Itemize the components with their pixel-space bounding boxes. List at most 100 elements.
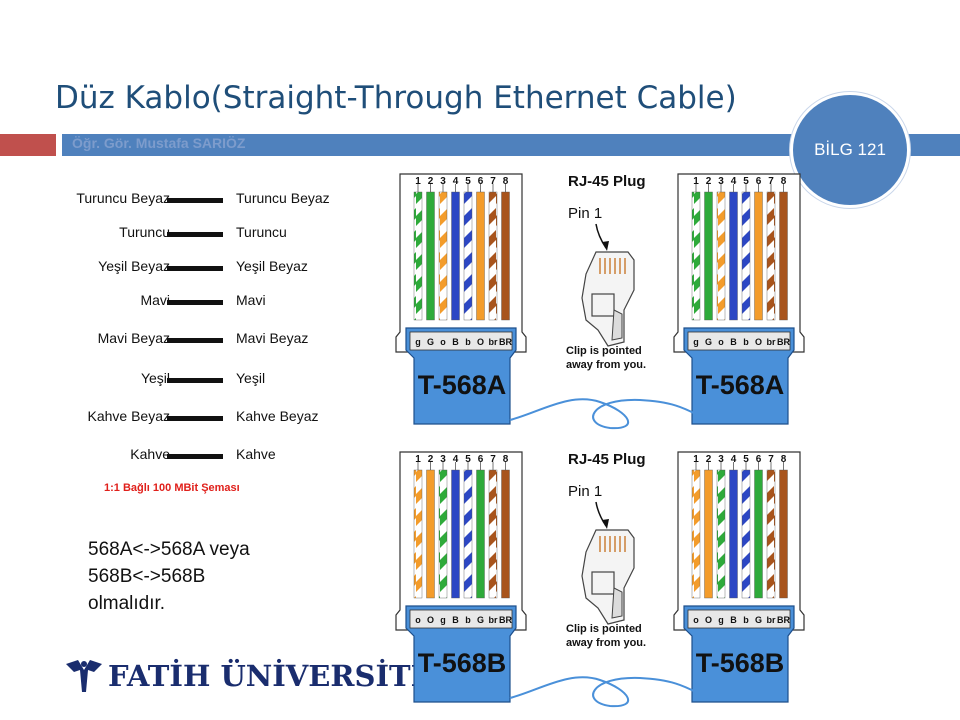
- pin-number: 1: [693, 176, 699, 187]
- wire-code: G: [477, 615, 484, 625]
- wire-outline: [741, 469, 751, 599]
- wire-outline: [451, 469, 460, 599]
- wire-pair-right: Mavi: [236, 292, 266, 308]
- wire-pair-left: Mavi Beyaz: [97, 330, 170, 346]
- wire-pair-row: Yeşil Beyaz Yeşil Beyaz: [20, 256, 370, 280]
- wire-outline: [463, 191, 473, 321]
- plug-title: RJ-45 Plug: [568, 173, 646, 190]
- wire-striped: [742, 192, 750, 320]
- wire-pair-left: Turuncu Beyaz: [76, 190, 170, 206]
- pin-number: 8: [503, 454, 509, 465]
- wire-code: B: [452, 337, 459, 347]
- wire-striped: [767, 470, 775, 598]
- wire-outline: [501, 191, 510, 321]
- wire-striped: [717, 192, 725, 320]
- pin1-arrowhead: [602, 241, 609, 251]
- wire-code: o: [440, 337, 446, 347]
- wire-code: g: [415, 337, 421, 347]
- wire-code: B: [452, 615, 459, 625]
- wire-pair-left: Kahve: [130, 446, 170, 462]
- pin-number: 8: [503, 176, 509, 187]
- wire-outline: [691, 191, 701, 321]
- wire-pair-left: Kahve Beyaz: [87, 408, 171, 424]
- wire-solid: [501, 192, 510, 320]
- wire-code: b: [465, 615, 471, 625]
- wire-code: O: [755, 337, 762, 347]
- pin-number: 5: [465, 176, 471, 187]
- wire-outline: [729, 469, 738, 599]
- wire-pair-link: [167, 454, 223, 459]
- pin-number: 2: [428, 176, 434, 187]
- code-strip: [687, 609, 791, 629]
- pin-number: 2: [706, 176, 712, 187]
- wire-outline: [488, 469, 498, 599]
- rj45-plug-illustration: [581, 251, 635, 347]
- wire-pair-right: Turuncu: [236, 224, 287, 240]
- pin-number: 7: [768, 176, 774, 187]
- standard-label: T-568A: [696, 370, 785, 400]
- pin-number: 5: [743, 176, 749, 187]
- standard-note-line: 568B<->568B: [88, 566, 206, 587]
- cable-loop: [509, 398, 709, 430]
- wire-pair-row: Mavi Mavi: [20, 290, 370, 314]
- wire-outline: [716, 191, 726, 321]
- wire-pair-link: [167, 338, 223, 343]
- pin-number: 2: [706, 454, 712, 465]
- page-title: Düz Kablo(Straight-Through Ethernet Cabl…: [55, 80, 737, 116]
- wire-outline: [716, 469, 726, 599]
- wire-outline: [476, 469, 485, 599]
- plug-body: [581, 529, 635, 625]
- wire-code: BR: [499, 615, 512, 625]
- wire-outline: [729, 191, 738, 321]
- course-badge-label: BİLG 121: [814, 140, 886, 159]
- pin-number: 4: [453, 454, 459, 465]
- pin-number: 1: [415, 176, 421, 187]
- wire-outline: [413, 469, 423, 599]
- wire-outline: [451, 191, 460, 321]
- cable-jacket: [683, 327, 795, 425]
- wire-solid: [476, 192, 485, 320]
- wire-striped: [464, 470, 472, 598]
- wire-pair-link: [167, 266, 223, 271]
- wire-outline: [779, 469, 788, 599]
- pin-number: 3: [718, 176, 724, 187]
- code-strip: [409, 609, 513, 629]
- wire-code: B: [730, 337, 737, 347]
- university-logo-icon: [66, 660, 102, 692]
- wire-striped: [439, 192, 447, 320]
- wire-pair-right: Kahve: [236, 446, 276, 462]
- cable-jacket: [405, 327, 517, 425]
- wire-pair-link: [167, 198, 223, 203]
- wire-striped: [742, 470, 750, 598]
- pin-number: 4: [453, 176, 459, 187]
- standard-label: T-568B: [418, 648, 507, 678]
- wire-solid: [476, 470, 485, 598]
- wire-solid: [754, 470, 763, 598]
- wire-solid: [704, 192, 713, 320]
- accent-bar-red: [0, 134, 56, 156]
- code-strip: [409, 331, 513, 351]
- wire-solid: [426, 470, 435, 598]
- university-logo: FATİH ÜNİVERSİTESİ: [64, 656, 467, 696]
- cable-jacket: [683, 605, 795, 703]
- pairs-caption: 1:1 Bağlı 100 MBit Şeması: [104, 482, 240, 494]
- clip-note-line: Clip is pointed: [566, 623, 642, 635]
- cable-jacket: [405, 605, 517, 703]
- wire-pair-left: Yeşil: [140, 370, 170, 386]
- wire-outline: [438, 191, 448, 321]
- course-badge: BİLG 121: [790, 92, 910, 208]
- wire-code: G: [705, 337, 712, 347]
- wire-solid: [729, 470, 738, 598]
- wire-pairs-list: Turuncu Beyaz Turuncu Beyaz Turuncu Turu…: [20, 180, 370, 500]
- wire-outline: [463, 469, 473, 599]
- wire-pair-right: Turuncu Beyaz: [236, 190, 330, 206]
- pin-number: 6: [478, 454, 484, 465]
- wire-code: O: [427, 615, 434, 625]
- pin-number: 5: [465, 454, 471, 465]
- wire-code: o: [415, 615, 421, 625]
- clip-note-line: Clip is pointed: [566, 345, 642, 357]
